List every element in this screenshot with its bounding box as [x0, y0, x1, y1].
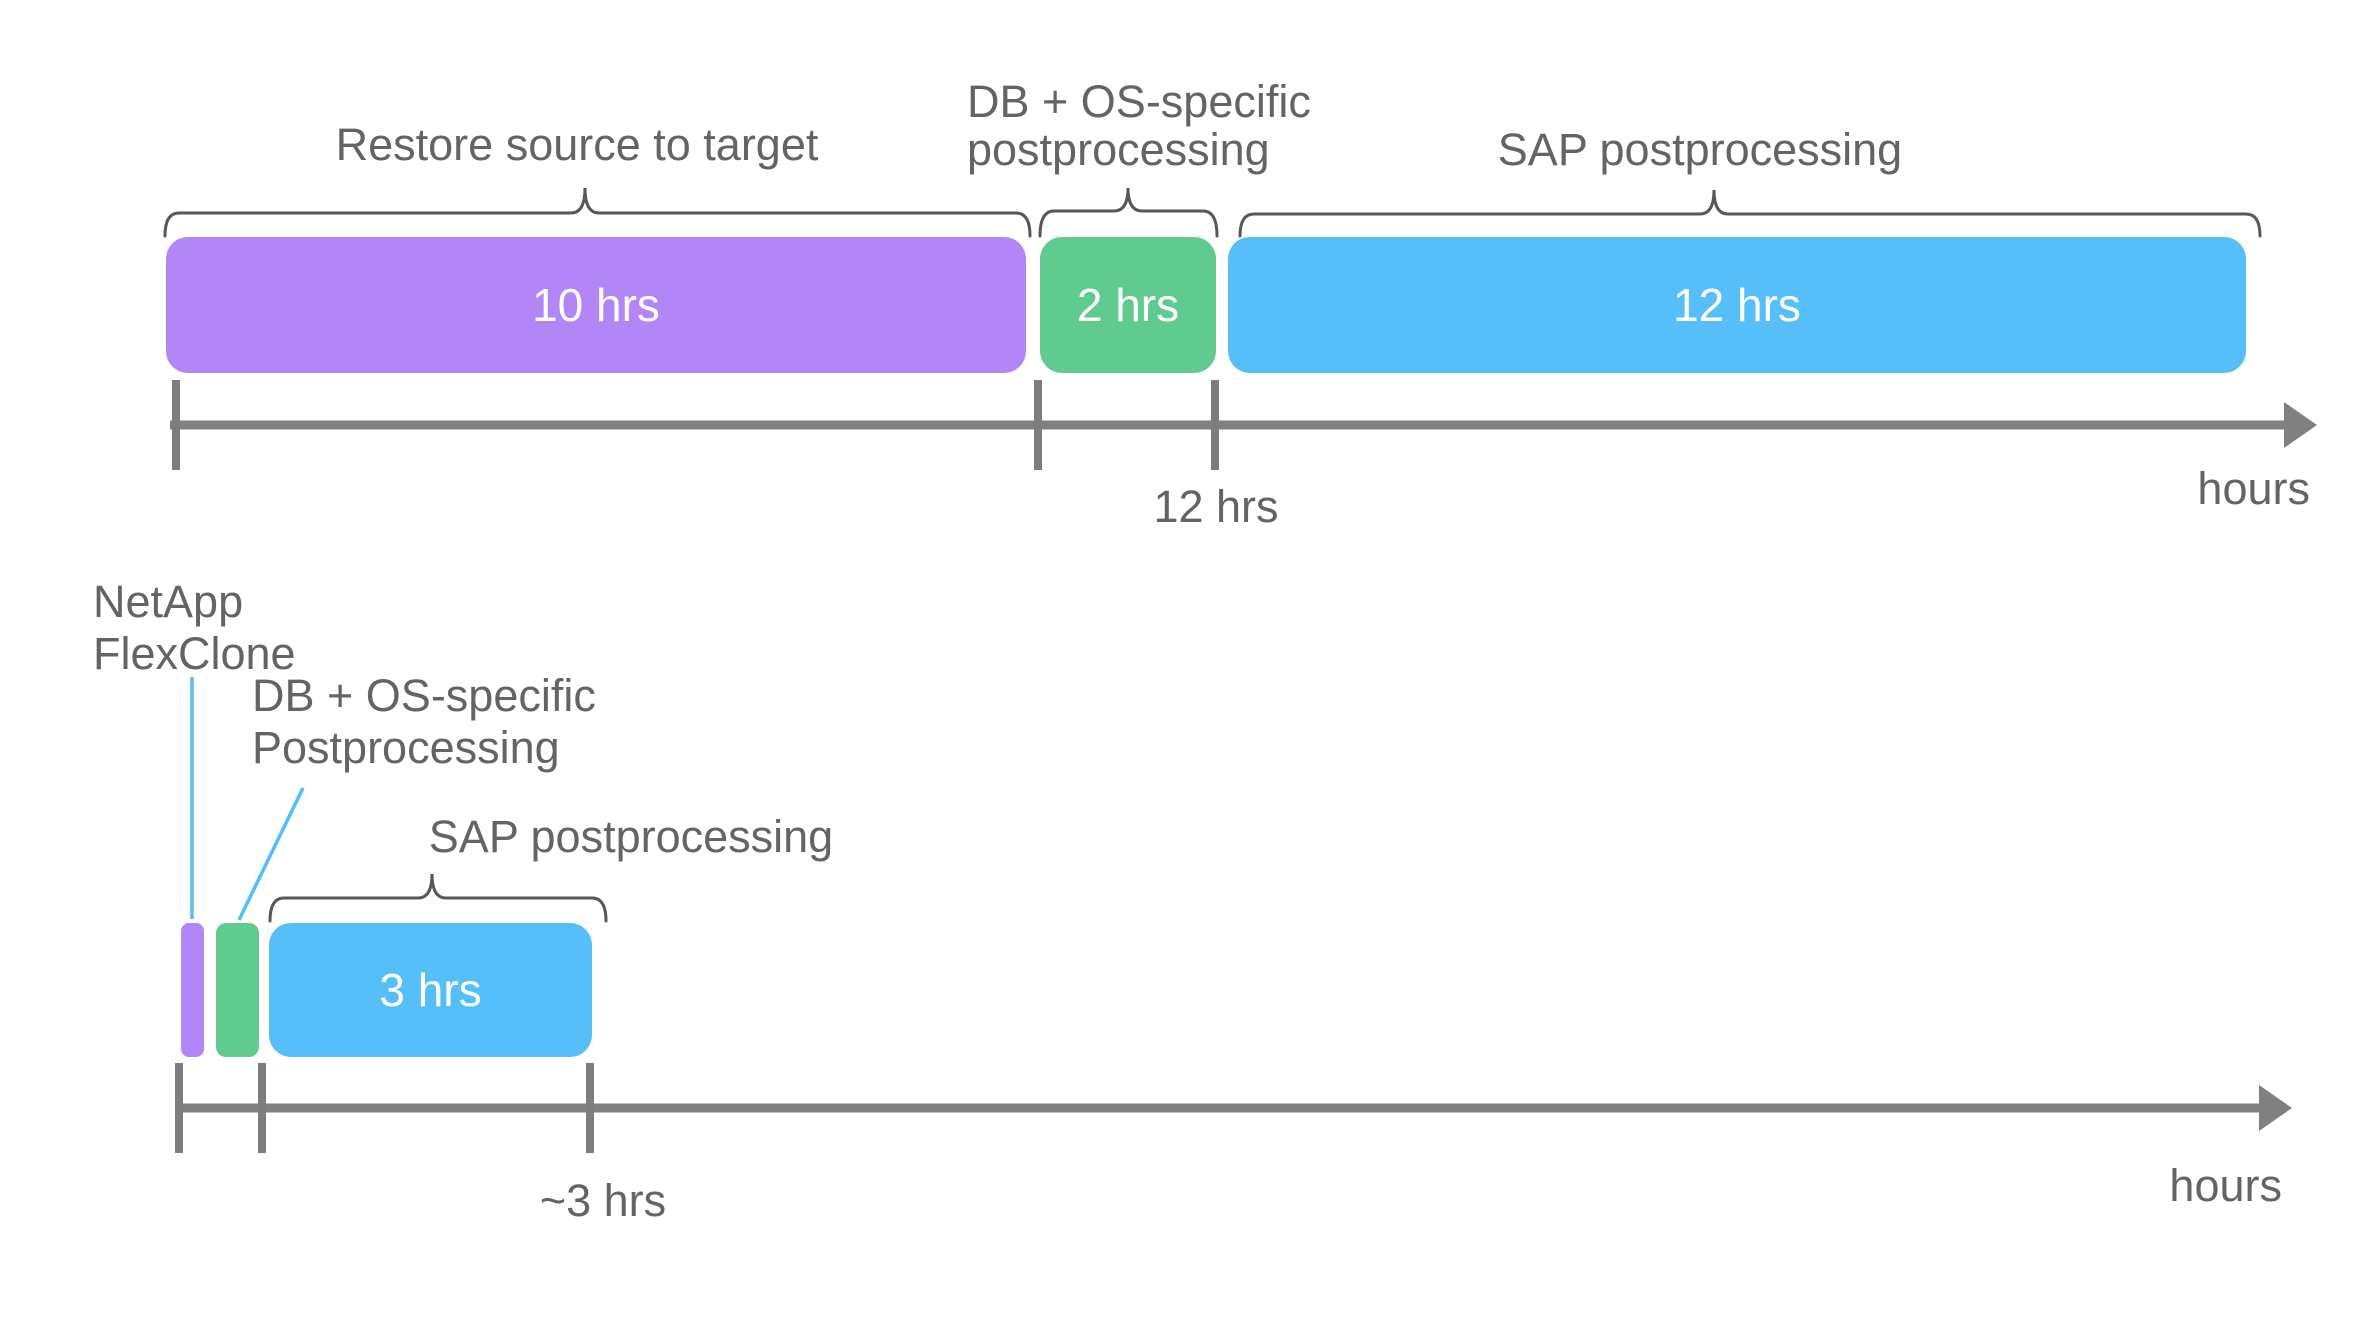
top-bar-sap: 12 hrs: [1228, 237, 2246, 373]
db-os-leader-line: [237, 787, 305, 921]
bottom-label-flexclone-line1: NetApp: [93, 576, 244, 627]
top-label-restore: Restore source to target: [335, 119, 819, 170]
top-axis-arrowhead-icon: [2284, 402, 2317, 448]
brace-top-sap: [1238, 189, 2262, 238]
brace-top-db-os: [1038, 187, 1219, 238]
bottom-axis-arrowhead-icon: [2259, 1085, 2292, 1131]
top-label-db-os: DB + OS-specific postprocessing: [967, 78, 1311, 174]
bottom-label-sap: SAP postprocessing: [428, 811, 834, 862]
brace-bottom-sap: [268, 873, 608, 923]
bottom-label-flexclone: NetApp FlexClone: [93, 576, 296, 680]
bottom-axis-unit-label: hours: [2169, 1160, 2282, 1211]
top-label-db-os-line2: postprocessing: [967, 124, 1270, 175]
bottom-bar-flexclone: [181, 923, 204, 1057]
brace-top-restore: [163, 187, 1032, 238]
top-label-sap: SAP postprocessing: [1497, 124, 1903, 175]
bottom-axis-3hr-label: ~3 hrs: [539, 1175, 667, 1226]
top-bar-db-os-duration: 2 hrs: [1076, 279, 1180, 331]
brace-group: [163, 187, 2262, 923]
top-bar-restore: 10 hrs: [166, 237, 1026, 373]
bottom-bar-sap-duration: 3 hrs: [379, 964, 482, 1016]
bottom-label-db-os: DB + OS-specific Postprocessing: [252, 670, 596, 774]
bottom-label-db-os-line1: DB + OS-specific: [252, 670, 596, 721]
bottom-label-db-os-line2: Postprocessing: [252, 722, 560, 773]
top-bar-sap-duration: 12 hrs: [1673, 279, 1801, 331]
bottom-bar-sap: 3 hrs: [269, 923, 592, 1057]
top-bar-db-os: 2 hrs: [1040, 237, 1216, 373]
top-label-db-os-line1: DB + OS-specific: [967, 76, 1311, 127]
top-axis-unit-label: hours: [2197, 463, 2310, 514]
bottom-bar-db-os: [216, 923, 259, 1057]
top-bar-restore-duration: 10 hrs: [532, 279, 660, 331]
top-axis-12hr-label: 12 hrs: [1153, 481, 1279, 532]
bottom-label-flexclone-line2: FlexClone: [93, 628, 296, 679]
